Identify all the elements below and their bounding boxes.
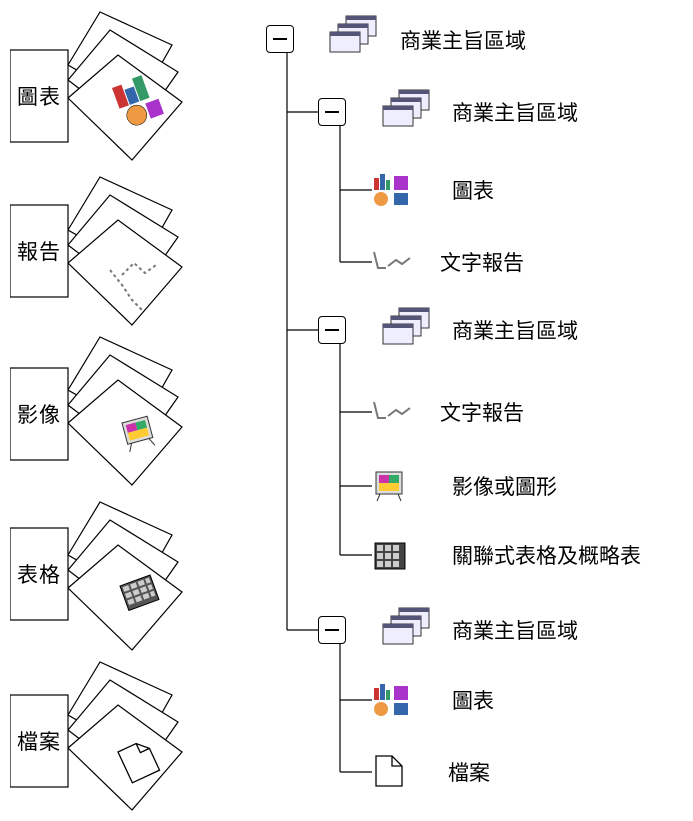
table-icon — [374, 542, 406, 570]
collapse-toggle-root[interactable] — [266, 25, 294, 53]
node-label: 文字報告 — [440, 401, 524, 425]
report-icon — [373, 401, 411, 419]
category-files: 檔案 — [10, 660, 185, 818]
node-label: 圖表 — [452, 689, 494, 713]
category-reports: 報告 — [10, 175, 185, 333]
category-charts: 圖表 — [10, 10, 185, 168]
node-label: 圖表 — [452, 179, 494, 203]
card-stack — [10, 336, 183, 486]
collapse-toggle-group-3[interactable] — [318, 616, 346, 644]
category-label: 檔案 — [17, 730, 61, 754]
node-label-root: 商業主旨區域 — [400, 29, 526, 53]
file-icon — [117, 742, 161, 784]
report-icon — [109, 261, 157, 311]
card-stack — [10, 661, 183, 811]
category-label: 報告 — [17, 240, 61, 264]
category-label: 圖表 — [17, 85, 61, 109]
card-stack — [10, 501, 183, 651]
category-label: 表格 — [17, 563, 61, 587]
report-icon — [373, 251, 411, 269]
table-icon — [119, 574, 160, 612]
image-icon — [375, 471, 403, 502]
collapse-toggle-group-1[interactable] — [318, 98, 346, 126]
node-label: 關聯式表格及概略表 — [452, 544, 641, 568]
node-label-group-3: 商業主旨區域 — [452, 619, 578, 643]
card-stack — [10, 11, 183, 161]
category-images: 影像 — [10, 335, 185, 493]
card-stack — [10, 176, 183, 326]
node-label-group-1: 商業主旨區域 — [452, 101, 578, 125]
file-icon — [375, 755, 403, 787]
chart-icon — [112, 75, 164, 126]
subject-area-icon — [382, 89, 430, 127]
image-icon — [121, 415, 156, 453]
collapse-toggle-group-2[interactable] — [318, 316, 346, 344]
chart-icon — [374, 684, 408, 716]
subject-area-icon — [382, 307, 430, 345]
category-label: 影像 — [17, 403, 61, 427]
chart-icon — [374, 174, 408, 206]
node-label: 檔案 — [448, 761, 490, 785]
subject-area-icon — [382, 607, 430, 645]
node-label: 影像或圖形 — [452, 475, 557, 499]
subject-area-icon — [329, 15, 377, 53]
category-tables: 表格 — [10, 500, 185, 658]
node-label-group-2: 商業主旨區域 — [452, 319, 578, 343]
node-label: 文字報告 — [440, 251, 524, 275]
